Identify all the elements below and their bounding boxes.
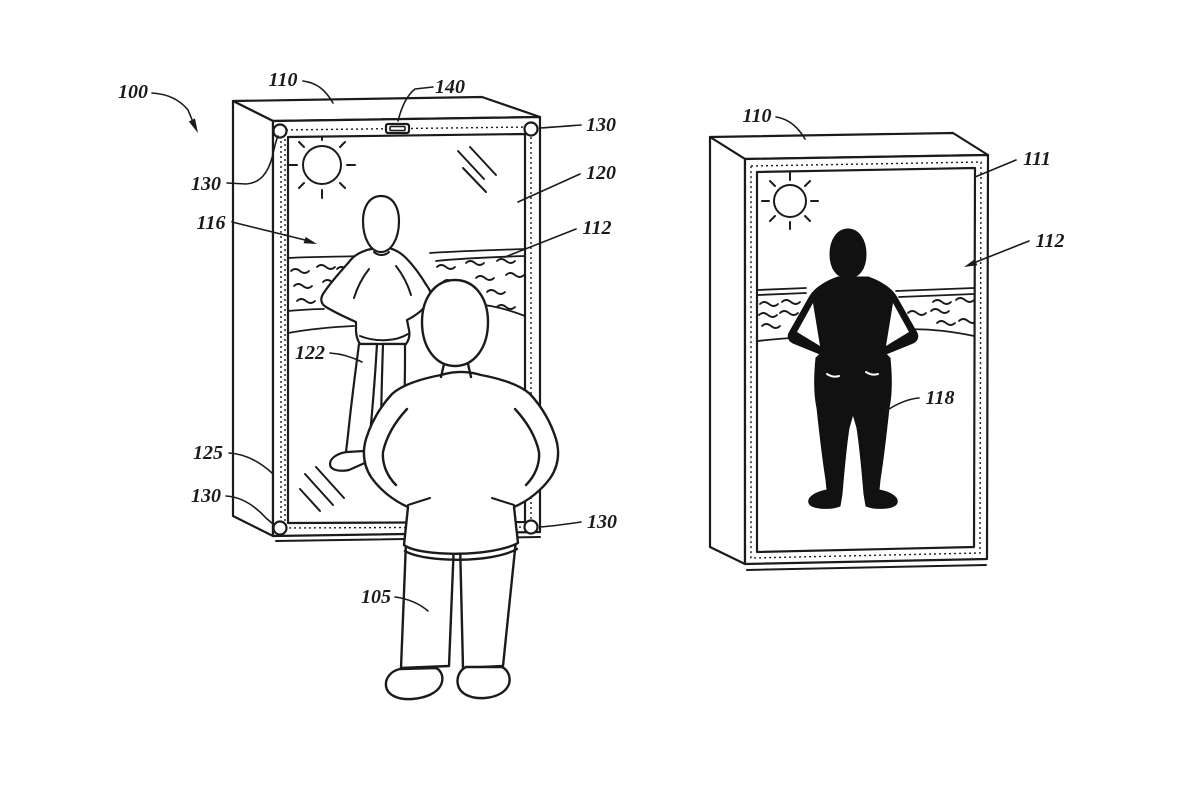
user-right-shoe: [456, 665, 511, 700]
glass-glare-marks-top-right: [457, 146, 497, 193]
sun-disc: [773, 184, 807, 218]
silhouette-body: [787, 276, 919, 509]
ref-numeral-112: 112: [583, 217, 612, 239]
ref-numeral-130-top-left: 130: [191, 173, 221, 195]
user-head: [420, 278, 490, 368]
ref-numeral-125: 125: [193, 442, 223, 464]
glare-lines: [299, 466, 345, 512]
silhouette-fold-highlights: [826, 371, 879, 378]
horizon-right: [895, 287, 975, 298]
corner-fastener-bottom-right: [523, 519, 539, 535]
corner-fastener-top-right: [523, 121, 539, 137]
glare-lines: [457, 146, 497, 193]
reflected-armpit-lines: [353, 265, 412, 299]
leader-110: [302, 80, 334, 104]
leader-112: [504, 228, 577, 258]
arrowhead-112: [964, 259, 978, 267]
silhouette-left-armpit-gap: [797, 303, 820, 346]
silhouette-head: [829, 228, 867, 279]
frame-side-panel: [708, 135, 747, 566]
ref-numeral-105: 105: [361, 586, 391, 608]
leader-130-top-left: [226, 135, 279, 185]
reflected-belt-line: [359, 333, 409, 342]
leader-118: [885, 397, 920, 412]
ref-numeral-112: 112: [1036, 230, 1065, 252]
ref-numeral-100: 100: [118, 81, 148, 103]
ref-numeral-122: 122: [295, 342, 325, 364]
leader-120: [517, 173, 581, 203]
corner-fastener-bottom-left: [272, 520, 288, 536]
arrowhead-116: [303, 236, 317, 244]
sun-rays: [761, 172, 819, 230]
ref-numeral-116: 116: [197, 212, 226, 234]
leader-130-bottom-right: [539, 521, 582, 528]
frame-inner-stipple-line: [750, 161, 982, 559]
right-leader-lines: [775, 116, 1030, 412]
frame-bottom-edge-line: [746, 564, 987, 571]
right-labels: 110 111 112 118: [743, 105, 1065, 409]
leader-122: [329, 352, 363, 363]
leader-125: [228, 452, 273, 474]
leader-100: [151, 92, 194, 123]
ref-numeral-130-top-right: 130: [586, 114, 616, 136]
sun-disc: [302, 145, 342, 185]
ref-numeral-111: 111: [1023, 148, 1051, 170]
user-left-shoe: [384, 666, 444, 701]
left-leader-lines: [151, 80, 582, 612]
horizon-left: [757, 287, 807, 296]
ref-numeral-118: 118: [926, 387, 955, 409]
ref-numeral-140: 140: [435, 76, 465, 98]
right-mirror-scene: [757, 172, 975, 509]
right-figure: 110 111 112 118: [708, 105, 1065, 571]
shoreline-left: [288, 325, 355, 334]
ref-numeral-130-bottom-right: 130: [587, 511, 617, 533]
frame-hardware: [272, 121, 539, 536]
left-figure: 100 110 140 130 120 112 130 116 122 125 …: [118, 69, 617, 701]
shoreline-left-upper: [288, 308, 325, 312]
sun-icon: [761, 172, 819, 230]
ref-numeral-110: 110: [269, 69, 298, 91]
leader-130-top-right: [539, 124, 582, 129]
user-neck-lines: [439, 362, 473, 379]
arrowhead-100: [188, 118, 198, 133]
user-armpit-lines: [381, 407, 541, 487]
standing-user-figure: [362, 278, 560, 701]
silhouette-figure: [787, 228, 919, 509]
horizon-right-2: [435, 255, 525, 262]
corner-fastener-top-left: [272, 123, 288, 139]
ref-numeral-120: 120: [586, 162, 616, 184]
user-left-trouser: [399, 540, 456, 670]
leader-110: [775, 116, 806, 140]
user-hand-lines: [407, 497, 515, 506]
reflected-collar: [373, 251, 390, 256]
leader-112: [975, 240, 1030, 263]
leader-130-bottom-left: [225, 495, 274, 525]
user-shirt-hem: [403, 547, 519, 561]
silhouette-right-armpit-gap: [886, 303, 909, 346]
ref-numeral-130-bottom-left: 130: [191, 485, 221, 507]
user-torso-and-arms: [362, 370, 560, 555]
camera-sensor-window: [389, 125, 406, 132]
ref-numeral-110: 110: [743, 105, 772, 127]
leader-105: [394, 596, 429, 612]
reflected-head: [361, 194, 401, 254]
leader-111: [974, 159, 1017, 178]
horizon-right: [429, 248, 525, 254]
frame-side-panel: [231, 99, 275, 538]
left-labels: 100 110 140 130 120 112 130 116 122 125 …: [118, 69, 617, 608]
leader-140: [397, 86, 434, 122]
glass-glare-marks-bottom-left: [299, 466, 345, 512]
leader-116: [231, 221, 306, 241]
horizon-left: [288, 255, 361, 259]
